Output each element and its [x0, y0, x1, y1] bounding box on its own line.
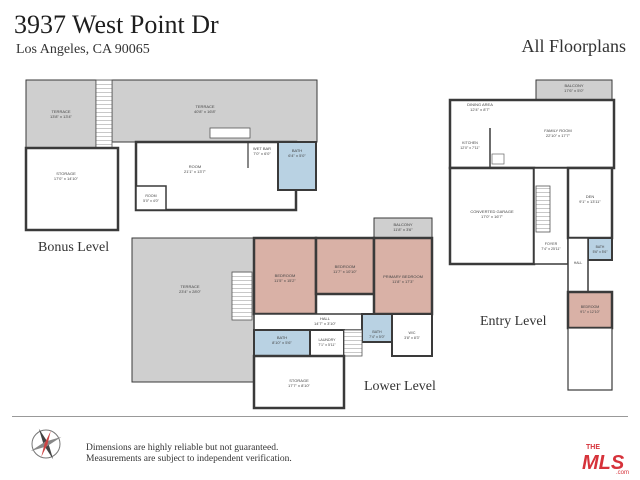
disclaimer-line-2: Measurements are subject to independent …: [86, 454, 292, 464]
lower-stairs: [231, 271, 253, 321]
lower-primary-dims: 11'8" x 17'3": [392, 279, 414, 284]
lower-storage-dims: 17'7" x 8'10": [288, 383, 311, 388]
property-address: 3937 West Point Dr: [14, 10, 219, 39]
entry-foyer-dims: 7'4" x 25'11": [541, 247, 561, 251]
entry-garage-name: CONVERTED GARAGE: [470, 209, 514, 214]
lower-bath-dims: 8'10" x 5'6": [272, 340, 292, 345]
disclaimer-text: Dimensions are highly reliable but not g…: [86, 443, 292, 465]
bonus-small-room: [135, 185, 167, 211]
entry-dining-name: DINING AREA: [467, 102, 493, 107]
lower-bath-name: BATH: [277, 335, 287, 340]
lower-balcony-dims: 11'8" x 3'6": [393, 227, 413, 232]
lower-primary-bedroom: [372, 236, 434, 316]
level-label-lower: Lower Level: [364, 379, 436, 394]
bonus-room-dims: 21'1" x 13'7": [184, 169, 207, 174]
footer-divider: [12, 416, 628, 417]
bonus-wet-bar-dims: 7'0" x 6'0": [253, 151, 271, 156]
bonus-bath: [277, 141, 317, 191]
entry-kitchen-dims: 12'0" x 7'11": [460, 146, 480, 150]
all-floorplans-heading: All Floorplans: [521, 36, 626, 56]
entry-stairs: [535, 185, 551, 233]
bonus-terrace-left-dims: 13'8" x 13'4": [50, 114, 73, 119]
lower-wic-dims: 3'8" x 8'3": [404, 336, 420, 340]
bonus-terrace-left: [25, 79, 97, 151]
lower-level-plan: BALCONY 11'8" x 3'6" TERRACE 23'4" x 28'…: [131, 217, 434, 410]
entry-bedroom-dims: 9'1" x 12'10": [580, 310, 600, 314]
bonus-terrace-top-dims: 40'8" x 16'8": [194, 109, 217, 114]
lower-laundry: [309, 329, 345, 357]
entry-bedroom-name: BEDROOM: [581, 305, 600, 309]
lower-balcony-name: BALCONY: [393, 222, 412, 227]
bonus-terrace-left-name: TERRACE: [51, 109, 70, 114]
entry-kitchen-name: KITCHEN: [462, 141, 478, 145]
entry-balcony-dims: 17'6" x 5'0": [564, 88, 584, 93]
mls-logo-text: MLS: [582, 452, 625, 474]
lower-storage: [252, 354, 346, 410]
lower-bedroom1-name: BEDROOM: [275, 273, 296, 278]
lower-bath2: [361, 313, 393, 343]
lower-terrace-dims: 23'4" x 28'0": [179, 289, 202, 294]
bonus-bath-name: BATH: [292, 148, 302, 153]
bonus-stairs: [95, 79, 113, 149]
lower-stairs-2: [343, 329, 363, 357]
entry-den-name: DEN: [586, 194, 595, 199]
mls-logo-com: .com: [616, 470, 629, 476]
entry-balcony-name: BALCONY: [564, 83, 583, 88]
lower-bedroom2-dims: 11'7" x 10'10": [333, 269, 357, 274]
lower-hall-name: HALL: [320, 316, 331, 321]
entry-living-block: [448, 98, 616, 170]
bonus-storage: [24, 146, 120, 232]
lower-hall-dims: 14'7" x 3'10": [314, 321, 337, 326]
entry-garage-dims: 17'0" x 16'7": [481, 214, 504, 219]
entry-den-dims: 9'1" x 13'11": [579, 199, 601, 204]
entry-family-name: FAMILY ROOM: [544, 128, 571, 133]
mls-logo-the: THE: [586, 444, 600, 451]
bonus-small-room-name: ROOM: [145, 194, 156, 198]
bonus-bath-dims: 6'4" x 5'0": [288, 153, 306, 158]
entry-bath: [587, 237, 613, 261]
bonus-room-name: ROOM: [189, 164, 201, 169]
entry-family-dims: 22'10" x 17'7": [546, 133, 571, 138]
mls-logo: THE MLS .com: [582, 444, 629, 476]
entry-converted-garage: [448, 166, 536, 266]
lower-terrace-name: TERRACE: [180, 284, 199, 289]
lower-wic-name: W/C: [409, 331, 416, 335]
bonus-terrace-top-name: TERRACE: [195, 104, 214, 109]
entry-dining-dims: 12'4" x 8'7": [470, 107, 490, 112]
entry-level-plan: BALCONY 17'6" x 5'0" DINING AREA 12'4" x…: [448, 79, 616, 391]
bonus-wet-bar-name: WET BAR: [253, 146, 271, 151]
lower-bath2-dims: 7'4" x 5'0": [369, 335, 385, 339]
disclaimer-line-1: Dimensions are highly reliable but not g…: [86, 443, 279, 453]
lower-wic: [391, 313, 433, 357]
lower-laundry-name: LAUNDRY: [318, 338, 336, 342]
bonus-storage-dims: 17'0" x 14'10": [54, 176, 79, 181]
level-label-entry: Entry Level: [480, 314, 547, 329]
entry-bath-name: BATH: [596, 245, 605, 249]
entry-foyer-name: FOYER: [545, 242, 558, 246]
floorplan-drawing: TERRACE 13'8" x 13'4" TERRACE 40'8" x 16…: [24, 79, 616, 410]
lower-bedroom1: [252, 236, 318, 316]
entry-hall-name: HALL: [574, 261, 583, 265]
entry-bath-dims: 5'6" x 5'6": [593, 250, 609, 254]
lower-bedroom2-name: BEDROOM: [335, 264, 356, 269]
lower-laundry-dims: 7'1" x 5'11": [318, 343, 336, 347]
lower-primary-name: PRIMARY BEDROOM: [383, 274, 423, 279]
entry-hall: [567, 237, 589, 293]
property-city: Los Angeles, CA 90065: [16, 42, 150, 57]
compass-icon: [30, 428, 62, 460]
bonus-level-plan: TERRACE 13'8" x 13'4" TERRACE 40'8" x 16…: [24, 79, 318, 232]
bonus-small-room-dims: 5'0" x 4'0": [143, 199, 159, 203]
bonus-storage-name: STORAGE: [56, 171, 76, 176]
level-label-bonus: Bonus Level: [38, 240, 110, 255]
lower-bath2-name: BATH: [372, 330, 382, 334]
lower-storage-name: STORAGE: [289, 378, 309, 383]
lower-bedroom1-dims: 11'5" x 15'2": [274, 278, 296, 283]
